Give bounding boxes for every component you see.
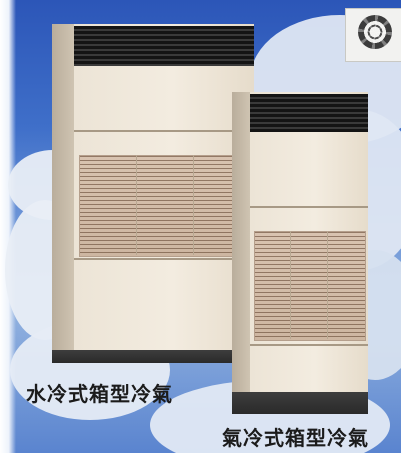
top-vent (74, 26, 254, 66)
air-cooled-package-unit (232, 88, 372, 416)
air-grille (254, 231, 366, 341)
unit-base (232, 392, 368, 414)
water-cooled-package-unit (52, 20, 257, 365)
fan-icon (358, 15, 392, 49)
top-vent (250, 94, 368, 132)
air-cooled-label: 氣冷式箱型冷氣 (222, 426, 369, 450)
panel-divider (250, 206, 368, 208)
white-edge (0, 0, 16, 453)
water-cooled-label: 水冷式箱型冷氣 (26, 382, 173, 406)
panel-divider (250, 344, 368, 346)
grille-seam (327, 231, 328, 339)
panel-divider (74, 130, 254, 132)
grille-seam (136, 155, 137, 255)
unit-base (52, 350, 254, 363)
unit-side-panel (52, 24, 74, 350)
panel-divider (74, 258, 254, 260)
fan-blades (358, 15, 392, 49)
grille-seam (290, 231, 291, 339)
air-grille (79, 155, 251, 257)
outdoor-fan-unit (345, 8, 401, 62)
grille-seam (193, 155, 194, 255)
unit-side-panel (232, 92, 250, 392)
